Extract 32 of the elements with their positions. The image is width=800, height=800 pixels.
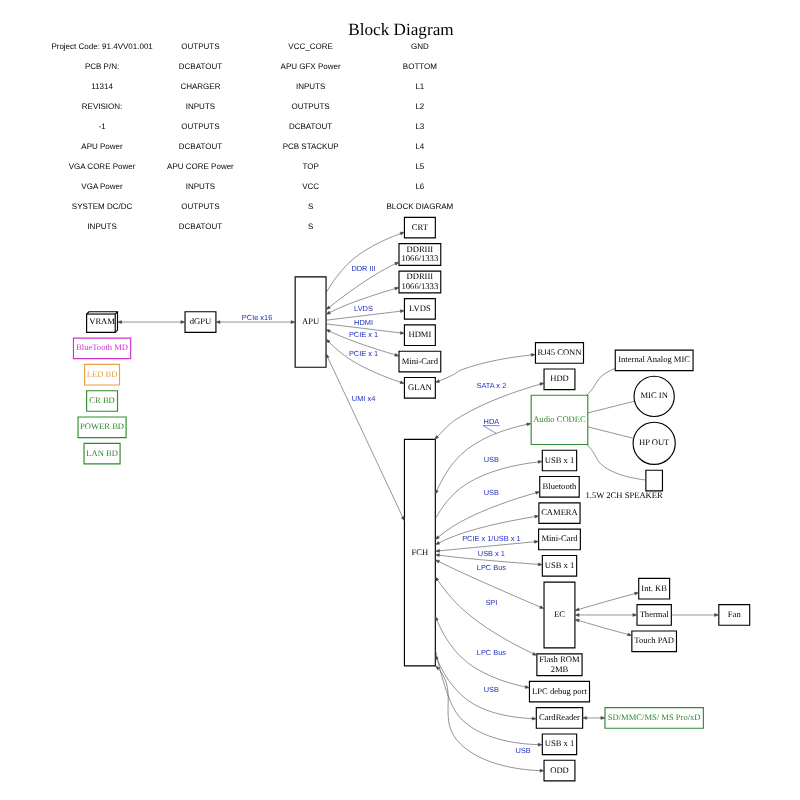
- arrow: [434, 491, 539, 540]
- node-box: [644, 469, 663, 492]
- diagram-title: Block Diagram: [347, 19, 453, 40]
- arrow: [324, 309, 404, 321]
- arrow: [324, 287, 399, 315]
- arrow: [433, 382, 544, 440]
- arrow: [573, 592, 638, 611]
- arrow: [434, 353, 535, 383]
- arrow: [116, 320, 185, 324]
- arrow: [434, 540, 538, 553]
- arrow: [324, 353, 404, 522]
- arrow: [573, 618, 632, 637]
- arrow: [434, 422, 531, 495]
- connector: [585, 368, 615, 396]
- arrow: [434, 665, 544, 773]
- arrow: [434, 553, 542, 567]
- arrow: [581, 716, 605, 720]
- arrow: [324, 323, 404, 335]
- arrow: [434, 460, 542, 519]
- arrow: [434, 576, 537, 656]
- arrow: [573, 613, 637, 617]
- arrow: [434, 559, 544, 609]
- arrow: [324, 231, 404, 293]
- arrow: [434, 514, 539, 545]
- arrow: [325, 261, 399, 310]
- connector: [586, 400, 634, 414]
- connector: [585, 444, 645, 481]
- arrow: [324, 329, 399, 357]
- arrow: [324, 338, 404, 384]
- connector: [586, 426, 633, 439]
- arrow: [214, 320, 295, 324]
- arrow: [670, 613, 718, 617]
